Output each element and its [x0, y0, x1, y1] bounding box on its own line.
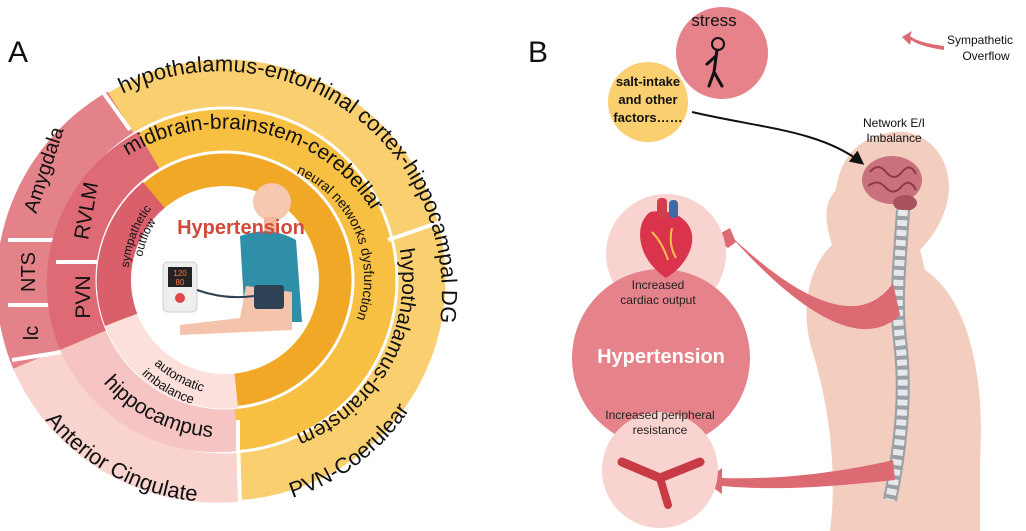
- legend-line-1: Sympathetic: [947, 33, 1013, 47]
- heart-icon-aorta: [657, 198, 667, 218]
- factors-circle: [608, 62, 688, 142]
- overflow-arrow-vessel: [705, 460, 895, 494]
- heart-icon-artery: [669, 200, 678, 218]
- outer-segment-lc: lc: [21, 326, 43, 340]
- heart-icon-veins: [651, 227, 677, 261]
- factors-line-2: and other: [618, 92, 677, 107]
- resistance-line-1: Increased peripheral: [605, 408, 714, 422]
- sep-outer-3: [11, 350, 63, 362]
- panel-b-label: B: [528, 36, 548, 69]
- legend-line-2: Overflow: [962, 49, 1010, 63]
- spine-icon-vertebrae: [885, 209, 908, 501]
- stressed-person-icon: [705, 37, 725, 88]
- bp-monitor-button: [175, 293, 185, 303]
- sep-outer-5: [98, 86, 132, 132]
- bp-illustration: 120 80: [162, 183, 302, 335]
- resistance-line-2: resistance: [633, 423, 688, 437]
- panel-b: B Incr: [528, 7, 1013, 531]
- factors-to-brain-arrow: [691, 111, 865, 165]
- factors-line-3: factors……: [613, 110, 682, 125]
- outer-segment-nts: NTS: [18, 252, 40, 292]
- legend-overflow-arrow: [902, 31, 944, 50]
- heart-icon-body: [640, 211, 693, 278]
- brain-icon-folds: [867, 166, 917, 193]
- stressed-person-icon-body: [705, 48, 724, 88]
- bp-reading-dia: 80: [176, 278, 185, 287]
- hypertension-label: Hypertension: [597, 346, 725, 368]
- hypertension-circle: [572, 269, 750, 447]
- blood-vessel-icon: [617, 457, 705, 509]
- stress-circle: [676, 7, 768, 99]
- factors-line-1: salt-intake: [616, 74, 680, 89]
- blood-vessel-icon-branch: [656, 474, 672, 509]
- brain-icon-lobe: [862, 156, 922, 204]
- sep-mid-2: [387, 220, 441, 242]
- panel-a-label: A: [8, 36, 28, 69]
- network-line-1: Network E/I: [863, 116, 925, 130]
- bp-cuff: [254, 285, 284, 309]
- network-line-2: Imbalance: [866, 131, 922, 145]
- stress-label: stress: [691, 11, 736, 30]
- cardiac-line-1: Increased: [632, 278, 685, 292]
- panel-a: A 120: [0, 36, 462, 506]
- overflow-arrow-cardiac: [712, 228, 900, 330]
- bp-reading-sys: 120: [173, 269, 187, 278]
- spine-icon: [883, 209, 910, 502]
- middle-segment-pvn: PVN: [72, 275, 95, 318]
- person-head: [253, 183, 291, 221]
- bp-monitor-screen: [168, 267, 192, 287]
- heart-icon: [640, 198, 693, 278]
- person-neck: [264, 217, 278, 235]
- brain-icon: [862, 156, 922, 211]
- center-title: Hypertension: [177, 217, 305, 239]
- bp-tube: [196, 289, 255, 299]
- cardiac-line-2: cardiac output: [620, 293, 696, 307]
- resistance-circle: [602, 412, 718, 528]
- brain-icon-cerebellum: [893, 195, 917, 211]
